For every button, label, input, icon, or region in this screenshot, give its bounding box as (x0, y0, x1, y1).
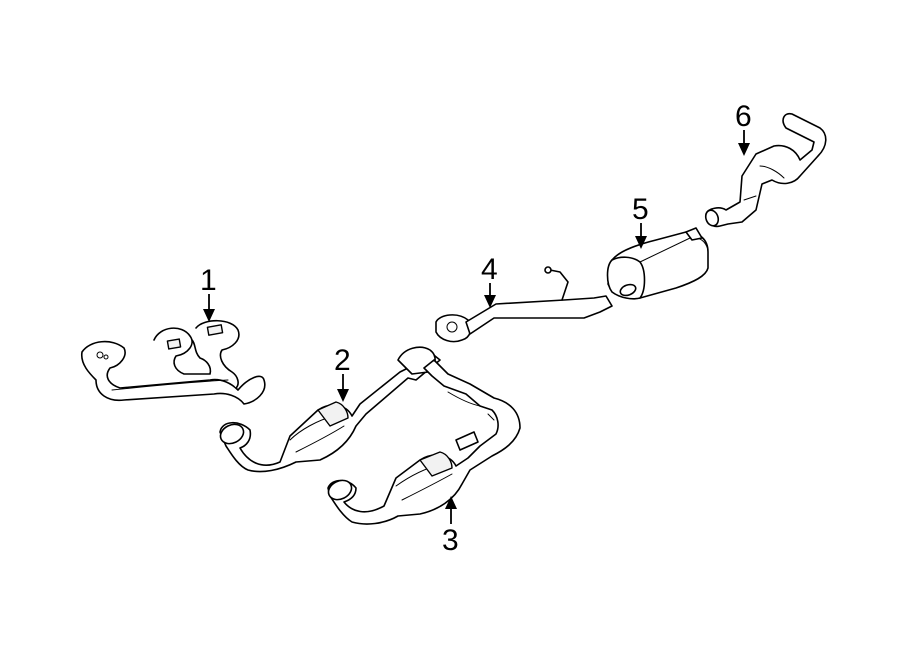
callout-6-label: 6 (735, 100, 752, 133)
callout-6-arrowhead (738, 143, 750, 156)
callout-2: 2 (334, 344, 351, 402)
callout-5-label: 5 (632, 193, 649, 226)
exhaust-manifold (80, 319, 266, 405)
callout-1: 1 (200, 264, 217, 322)
muffler (606, 227, 709, 300)
callout-1-label: 1 (200, 264, 217, 297)
callout-4: 4 (481, 253, 498, 308)
callout-3-label: 3 (442, 524, 459, 557)
callout-4-label: 4 (481, 253, 498, 286)
callout-6: 6 (735, 100, 752, 156)
callout-5: 5 (632, 193, 649, 249)
callout-1-arrowhead (203, 309, 215, 322)
tailpipe (704, 112, 827, 228)
callout-2-label: 2 (334, 344, 351, 377)
callout-4-arrowhead (484, 295, 496, 308)
callout-3-arrowhead (445, 496, 457, 509)
catalytic-converter-left (219, 346, 441, 473)
catalytic-converter-right (327, 359, 521, 525)
callout-2-arrowhead (337, 389, 349, 402)
intermediate-pipe (435, 266, 613, 343)
callout-5-arrowhead (635, 236, 647, 249)
callout-3: 3 (442, 496, 459, 557)
